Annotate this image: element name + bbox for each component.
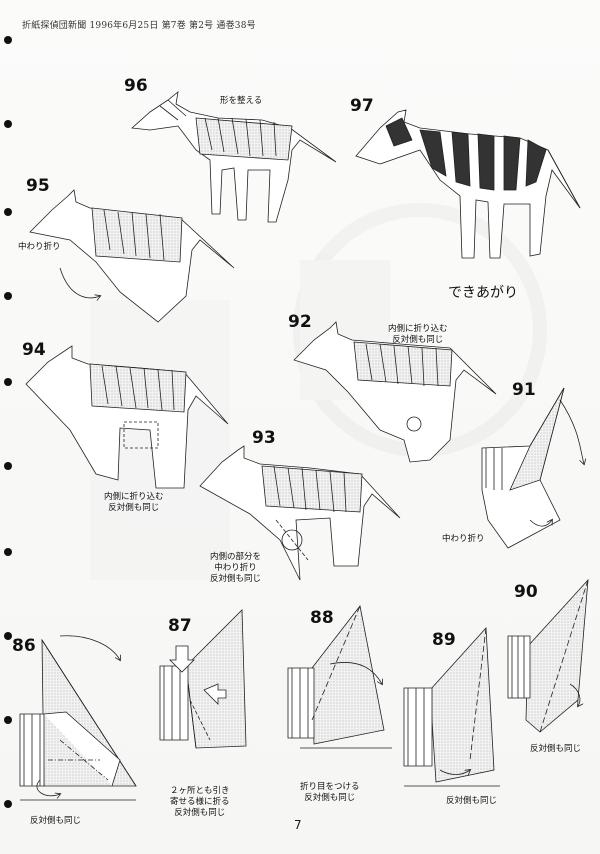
step-94-figure [25,345,229,489]
step-87-figure [159,609,247,749]
caption-line: ２ヶ所とも引き [170,786,230,796]
caption-line: 内側に折り込む [388,324,448,334]
caption-line: 反対側も同じ [304,793,356,803]
step-number-87: 87 [168,616,192,636]
caption-step-97-finished: できあがり [448,285,518,301]
step-95-figure [29,189,235,323]
binder-hole [4,632,12,640]
caption-step-90: 反対側も同じ [530,744,582,754]
step-number-90: 90 [514,582,538,602]
binder-hole [4,36,12,44]
binder-hole [4,462,12,470]
step-number-94: 94 [22,340,46,360]
step-number-88: 88 [310,608,334,628]
step-number-93: 93 [252,428,276,448]
page-number: 7 [294,818,302,832]
caption-line: 反対側も同じ [210,574,262,584]
caption-step-89: 反対側も同じ [446,796,498,806]
caption-step-88: 折り目をつける 反対側も同じ [300,782,360,804]
binder-hole [4,208,12,216]
step-89-figure [403,627,500,787]
caption-step-95: 中わり折り [18,242,61,252]
caption-step-94: 内側に折り込む 反対側も同じ [104,492,164,514]
newsletter-header: 折紙探偵団新聞 1996年6月25日 第7巻 第2号 通巻38号 [22,21,256,31]
step-93-figure [199,445,401,581]
caption-step-87: ２ヶ所とも引き 寄せる様に折る 反対側も同じ [170,786,230,819]
caption-line: 反対側も同じ [174,808,226,818]
binder-hole [4,548,12,556]
caption-line: 内側の部分を [210,552,262,562]
binder-hole [4,800,12,808]
step-number-96: 96 [124,76,148,96]
step-90-figure [507,578,589,733]
caption-step-96: 形を整える [220,96,263,106]
caption-step-91: 中わり折り [442,534,485,544]
binder-hole [4,292,12,300]
caption-line: 内側に折り込む [104,492,164,502]
binder-hole [4,716,12,724]
step-92-figure [293,321,497,463]
step-91-figure [481,387,584,549]
step-96-figure [131,91,337,223]
step-number-91: 91 [512,380,536,400]
step-86-figure [19,635,137,801]
binder-hole [4,120,12,128]
step-number-92: 92 [288,312,312,332]
caption-line: 中わり折り [214,563,257,573]
step-number-86: 86 [12,636,36,656]
caption-line: 折り目をつける [300,782,360,792]
caption-line: 寄せる様に折る [170,797,230,807]
step-number-97: 97 [350,96,374,116]
caption-step-86: 反対側も同じ [30,816,82,826]
step-88-figure [287,605,392,749]
binder-hole [4,378,12,386]
caption-step-93: 内側の部分を 中わり折り 反対側も同じ [210,552,261,585]
step-97-figure [355,109,581,259]
step-number-95: 95 [26,176,50,196]
step-number-89: 89 [432,630,456,650]
caption-line: 反対側も同じ [108,503,160,513]
caption-line: 反対側も同じ [392,335,444,345]
caption-step-92: 内側に折り込む 反対側も同じ [388,324,448,346]
